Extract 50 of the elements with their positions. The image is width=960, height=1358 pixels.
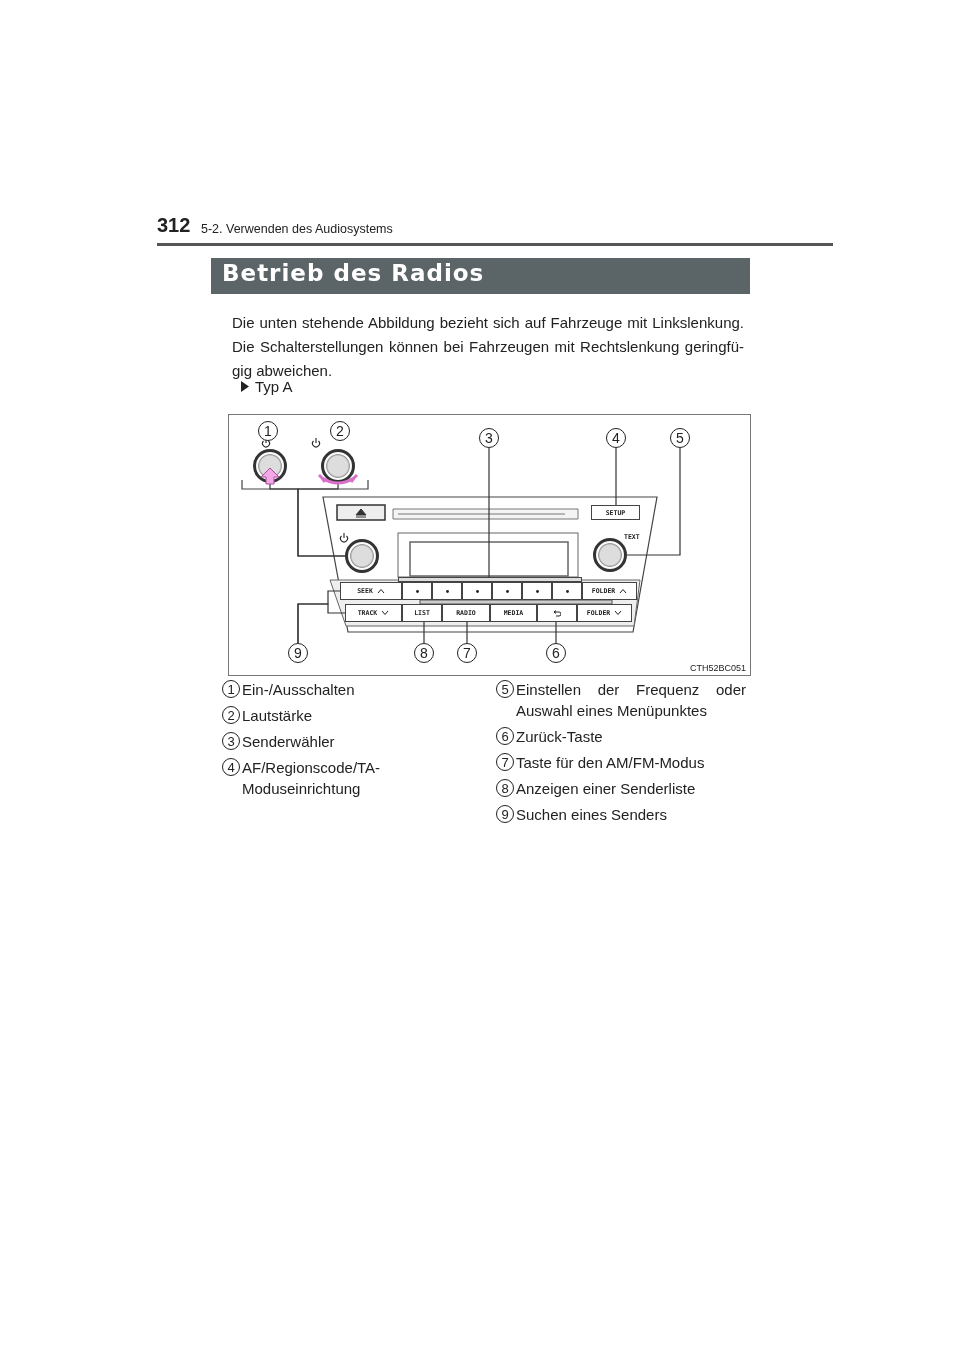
leader-line	[297, 603, 346, 644]
radio-button	[492, 582, 522, 600]
radio-button	[522, 582, 552, 600]
callout-number: 5	[496, 680, 514, 698]
legend-text: Anzeigen einer Senderliste	[516, 779, 697, 799]
callout-number: 7	[496, 753, 514, 771]
leader-line	[615, 447, 617, 506]
radio-button	[402, 582, 432, 600]
callout-number: 8	[414, 643, 434, 663]
figure-code: CTH52BC051	[690, 663, 747, 673]
callout-number: 6	[546, 643, 566, 663]
callout-number: 3	[222, 732, 240, 750]
legend-text: Suchen eines Senders	[516, 805, 668, 825]
callout-number: 5	[670, 428, 690, 448]
intro-paragraph: Die unten stehende Abbildung bezieht sich auf Fahrzeuge mit Linkslenkung. Die Schalterstellungen können bei Fahrzeugen mit Rechtslenkung geringfü-gig abweichen.	[232, 313, 744, 381]
radio-button	[432, 582, 462, 600]
leader-line	[488, 447, 490, 578]
radio-button	[462, 582, 492, 600]
legend-text: Ein-/Ausschalten	[242, 680, 356, 700]
preset-bar	[398, 577, 582, 582]
callout-number: 2	[222, 706, 240, 724]
legend-text: Einstellen der Frequenz oder Auswahl eines Menüpunktes	[516, 680, 746, 721]
legend-text: Senderwähler	[242, 732, 336, 752]
leader-line	[555, 621, 557, 644]
radio-button	[552, 582, 582, 600]
callout-number: 3	[479, 428, 499, 448]
legend-text: Zurück-Taste	[516, 727, 604, 747]
callout-number: 9	[496, 805, 514, 823]
callout-number: 9	[288, 643, 308, 663]
callout-number: 8	[496, 779, 514, 797]
callout-number: 6	[496, 727, 514, 745]
callout-number: 1	[258, 421, 278, 441]
leader-line	[297, 482, 346, 557]
callout-number: 7	[457, 643, 477, 663]
callout-number: 4	[222, 758, 240, 776]
legend-text: AF/Regionscode/TA-Moduseinrichtung	[242, 758, 382, 799]
callout-number: 2	[330, 421, 350, 441]
leader-line	[626, 447, 681, 556]
knob	[321, 449, 355, 483]
legend-text: Taste für den AM/FM-Modus	[516, 753, 706, 773]
legend-text: Lautstärke	[242, 706, 314, 726]
radio-button	[537, 604, 577, 622]
section-heading: 5-2. Verwenden des Audiosystems	[201, 222, 393, 236]
callout-number: 4	[606, 428, 626, 448]
title-bar: Betrieb des Radios	[211, 258, 750, 294]
page-number: 312	[157, 214, 191, 237]
subheading: Typ A	[255, 378, 293, 395]
leader-line	[423, 621, 425, 644]
leader-line	[466, 621, 468, 644]
callout-number: 1	[222, 680, 240, 698]
